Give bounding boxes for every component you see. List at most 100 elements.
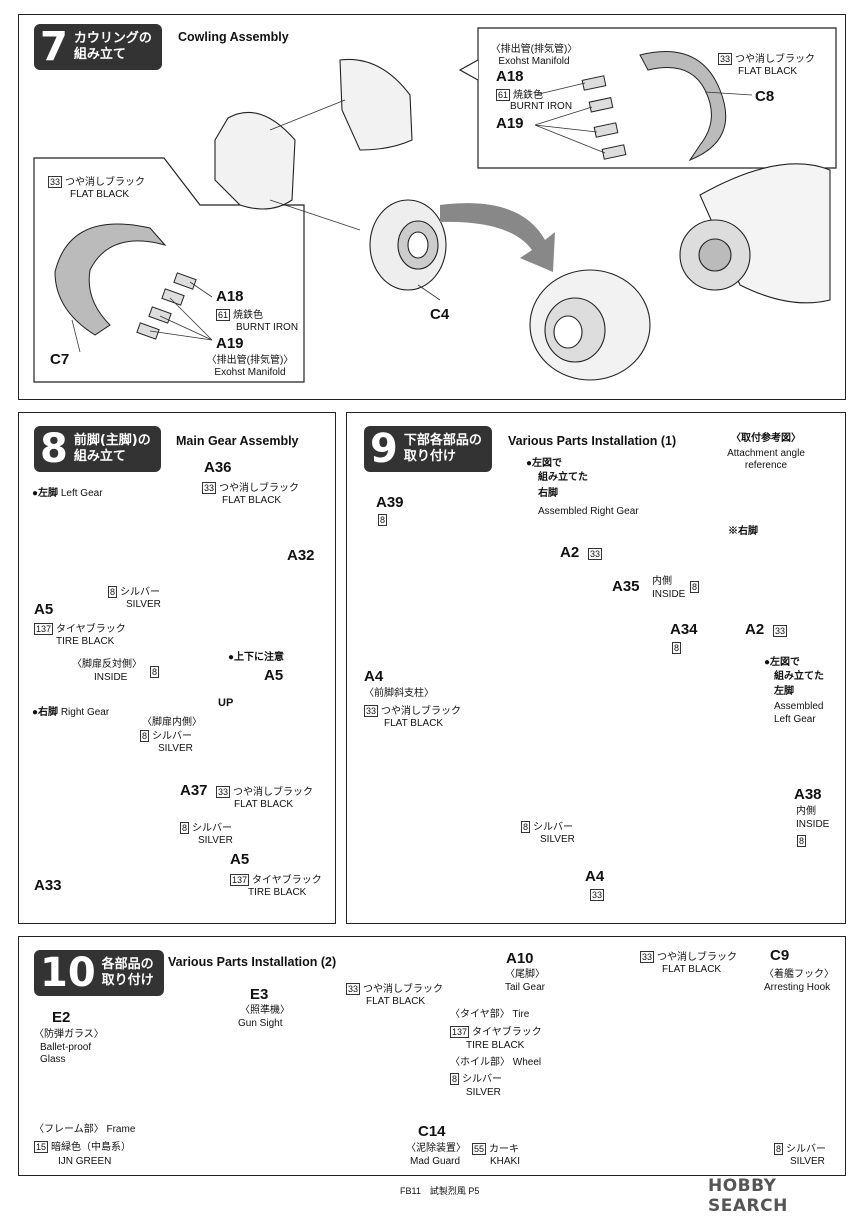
watermark: HOBBY SEARCH — [708, 1176, 788, 1216]
e3-color-en: FLAT BLACK — [366, 996, 426, 1007]
wheel-color-en: SILVER — [466, 1087, 501, 1098]
step7-jp-title-1: カウリングの — [73, 31, 152, 46]
a35-part: A35 — [612, 578, 640, 595]
a35-code: 8 — [690, 581, 700, 593]
silver9-en: SILVER — [540, 834, 575, 845]
left-gear-label: ●左脚 Left Gear — [32, 488, 103, 500]
door-color-jp: シルバー — [152, 731, 193, 742]
a36-color-code: 33 — [202, 482, 217, 494]
c9-color-en: FLAT BLACK — [662, 964, 722, 975]
step8-jp-title-1: 前脚(主脚)の — [73, 433, 151, 448]
a10-jp: 〈尾脚〉 — [505, 969, 545, 980]
c7-ring-shape — [54, 223, 167, 336]
asm-left-2: 組み立てた — [774, 671, 824, 682]
tire-color-jp: タイヤブラック — [472, 1027, 542, 1038]
c9-en: Arresting Hook — [764, 982, 831, 993]
a38-code: 8 — [797, 835, 807, 847]
a5-silver-en: SILVER — [126, 599, 161, 610]
hook-color-en: SILVER — [790, 1156, 825, 1167]
step8-number: 8 — [40, 426, 68, 472]
a2b-part: A2 — [745, 621, 765, 638]
c9-part: C9 — [770, 947, 790, 964]
frame-color-jp: 暗緑色（中島系） — [51, 1142, 132, 1153]
r-a19-part: A19 — [496, 115, 524, 132]
inside-code: 8 — [150, 666, 160, 678]
a2b-code: 33 — [773, 625, 788, 637]
step10-number: 10 — [40, 950, 96, 996]
a4-code: 33 — [364, 705, 379, 717]
step8-badge: 8 前脚(主脚)の組み立て — [34, 426, 161, 472]
tire-label: 〈タイヤ部〉 Tire — [450, 1009, 529, 1021]
door-color-en: SILVER — [158, 743, 193, 754]
r-color33-jp: つや消しブラック — [735, 54, 816, 65]
l-a18-part: A18 — [216, 288, 244, 305]
c4-part: C4 — [430, 306, 450, 323]
r-c8-part: C8 — [755, 88, 775, 105]
a38-part: A38 — [794, 786, 822, 803]
frame-label: 〈フレーム部〉 Frame — [34, 1124, 135, 1136]
leader-lines-7 — [71, 82, 753, 353]
l-color61-code: 61 — [216, 309, 231, 321]
c14-part: C14 — [418, 1123, 446, 1140]
right-gear-label: ●右脚 Right Gear — [32, 707, 109, 719]
l-inset-label: Exohst Manifold — [214, 367, 286, 378]
step9-number: 9 — [370, 426, 398, 472]
left-gear-en: Left Gear — [60, 488, 103, 499]
step7-number: 7 — [40, 24, 68, 70]
asm-right-3: 右脚 — [538, 488, 558, 499]
a37-en: FLAT BLACK — [234, 799, 294, 810]
e2-jp: 〈防弾ガラス〉 — [34, 1029, 104, 1040]
a5-silver-code: 8 — [108, 586, 118, 598]
wheel-color-jp: シルバー — [462, 1074, 503, 1085]
tire-color-en: TIRE BLACK — [466, 1040, 525, 1051]
step10-jp-title-2: 取り付け — [101, 973, 154, 988]
hook-color-jp: シルバー — [786, 1144, 827, 1155]
step7-inset-right — [477, 27, 837, 169]
wheel-en: Wheel — [512, 1057, 542, 1068]
r-inset-jp-label: 〈排出管(排気管)〉 — [490, 44, 578, 55]
a34-part: A34 — [670, 621, 698, 638]
a5-tire-en: TIRE BLACK — [56, 636, 115, 647]
r-inset-label: Exohst Manifold — [498, 56, 570, 67]
r-a18-part: A18 — [496, 68, 524, 85]
c9-color-jp: つや消しブラック — [657, 952, 738, 963]
step10-badge: 10 各部品の取り付け — [34, 950, 164, 996]
cowling-front-shape — [214, 58, 413, 210]
r-color33-code: 33 — [718, 53, 733, 65]
asm-left-en-1: Assembled — [774, 701, 824, 712]
step7-badge: 7 カウリングの組み立て — [34, 24, 162, 70]
a5b-code: 137 — [230, 874, 250, 886]
a10-en: Tail Gear — [505, 982, 546, 993]
a10-part: A10 — [506, 950, 534, 967]
c14-en: Mad Guard — [410, 1156, 461, 1167]
a2-part: A2 — [560, 544, 580, 561]
a5b-en: TIRE BLACK — [248, 887, 307, 898]
asm-right-1: ●左図で — [526, 458, 563, 469]
left-gear-jp: ●左脚 — [32, 488, 59, 499]
a36-color-en: FLAT BLACK — [222, 495, 282, 506]
wheel-jp: 〈ホイル部〉 — [450, 1057, 510, 1068]
a4b-code: 33 — [590, 889, 605, 901]
door-jp: 〈脚扉内側〉 — [142, 717, 202, 728]
a37-code: 33 — [216, 786, 231, 798]
right-gear-jp: ●右脚 — [32, 707, 59, 718]
tire-code: 137 — [450, 1026, 470, 1038]
a38-jp: 内側 — [796, 806, 816, 817]
caution-jp: ●上下に注意 — [228, 652, 285, 663]
l-color33-code: 33 — [48, 176, 63, 188]
step8-title: Main Gear Assembly — [176, 434, 299, 448]
a37b-jp: シルバー — [192, 823, 233, 834]
c14-color-jp: カーキ — [489, 1144, 520, 1155]
r-color61-en: BURNT IRON — [510, 101, 573, 112]
silver9-code: 8 — [521, 821, 531, 833]
exhaust-pieces-right — [581, 75, 627, 160]
step10-jp-title-1: 各部品の — [101, 957, 154, 972]
